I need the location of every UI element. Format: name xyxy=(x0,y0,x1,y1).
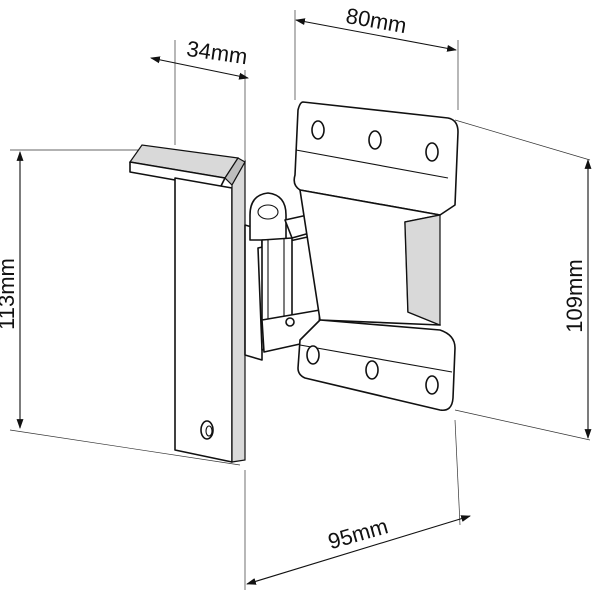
wall-plate xyxy=(128,144,246,463)
device-plate-hole-5 xyxy=(365,360,379,380)
dimension-95mm: 95mm xyxy=(246,513,471,585)
device-plate-upper-fold xyxy=(295,149,449,179)
dimension-label-109: 109mm xyxy=(562,259,587,332)
wall-plate-screw-hole-inner xyxy=(205,425,213,437)
wall-plate-front xyxy=(174,177,233,463)
wall-plate-screw-hole xyxy=(200,420,214,440)
dimension-line-80 xyxy=(295,18,457,52)
dimension-line-34 xyxy=(150,56,249,80)
device-plate xyxy=(293,101,459,412)
dimension-line-95 xyxy=(246,515,471,585)
device-plate-hole-1 xyxy=(311,120,325,140)
wall-plate-edge xyxy=(231,159,246,463)
hinge-knuckle-top xyxy=(249,192,287,241)
device-plate-upper-wing xyxy=(293,101,459,216)
device-plate-hole-6 xyxy=(425,375,439,395)
dimension-113mm: 113mm xyxy=(0,151,24,429)
device-plate-side xyxy=(404,214,441,326)
device-plate-hole-3 xyxy=(425,142,439,162)
dimension-34mm: 34mm xyxy=(150,36,249,80)
dimension-80mm: 80mm xyxy=(295,3,457,52)
dimension-label-80: 80mm xyxy=(344,3,409,38)
dimension-109mm: 109mm xyxy=(562,159,592,439)
device-plate-hole-2 xyxy=(368,130,382,150)
dimension-label-34: 34mm xyxy=(185,36,249,69)
device-plate-lower-fold xyxy=(299,344,453,373)
hinge-pin xyxy=(285,317,295,327)
hinge-knuckle-highlight xyxy=(257,204,279,220)
dimension-label-95: 95mm xyxy=(325,513,391,554)
dimension-label-113: 113mm xyxy=(0,258,19,330)
device-plate-hole-4 xyxy=(306,345,320,365)
